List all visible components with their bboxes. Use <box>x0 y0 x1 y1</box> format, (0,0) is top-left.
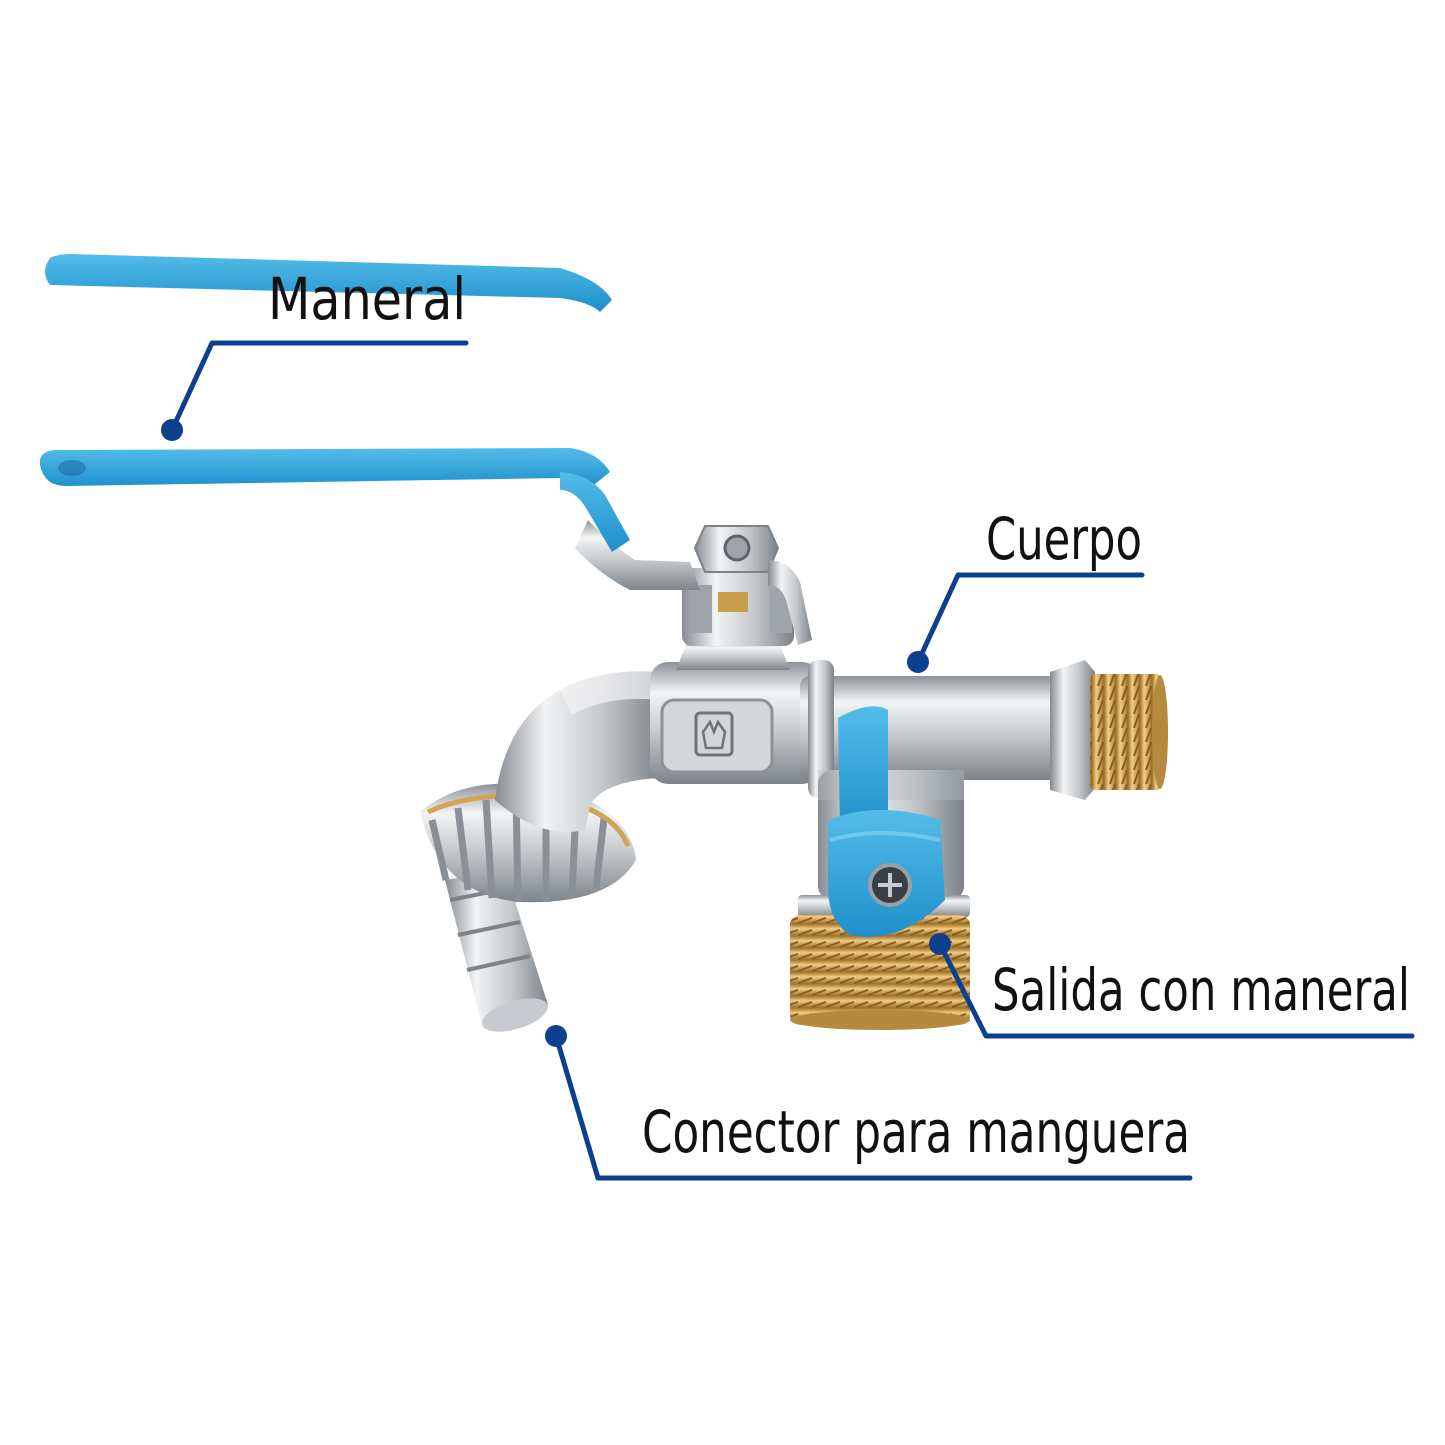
conector-leader-dot <box>545 1025 567 1047</box>
spout-elbow <box>495 671 662 832</box>
salida-leader-line <box>937 941 1415 1039</box>
main-lever-handle <box>39 254 700 590</box>
label-cuerpo: Cuerpo <box>986 505 1142 573</box>
right-brass-thread <box>1090 674 1168 790</box>
valve-stem <box>676 525 812 670</box>
maneral-leader-dot <box>161 419 183 441</box>
outlet-blue-lever <box>827 706 945 937</box>
label-maneral: Maneral <box>268 265 466 333</box>
cuerpo-leader-line <box>915 572 1145 665</box>
body-hex-nut <box>1050 660 1095 800</box>
label-salida-con-maneral: Salida con maneral <box>992 956 1410 1024</box>
cuerpo-leader-dot <box>907 651 929 673</box>
valve-illustration <box>39 254 1168 1032</box>
hose-connector-part <box>445 870 548 1032</box>
label-conector-para-manguera: Conector para manguera <box>642 1098 1190 1166</box>
conector-leader-line <box>553 1033 1193 1181</box>
leader-lines <box>161 340 1415 1181</box>
maneral-leader-line <box>169 340 469 433</box>
labels: Maneral Cuerpo Salida con maneral Conect… <box>268 265 1410 1166</box>
salida-leader-dot <box>929 933 951 955</box>
